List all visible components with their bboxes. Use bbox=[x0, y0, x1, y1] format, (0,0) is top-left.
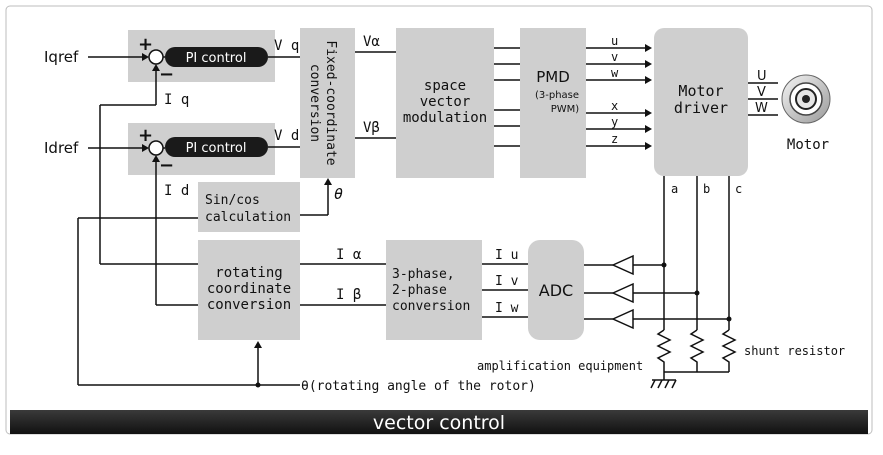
ibeta-label: I β bbox=[336, 287, 361, 303]
iv-label: I v bbox=[495, 274, 519, 289]
id-label: I d bbox=[164, 183, 189, 199]
pmd-out-z: z bbox=[611, 132, 618, 146]
plus-sign-q: + bbox=[138, 34, 153, 55]
pmd-block bbox=[520, 28, 586, 178]
pi-control-q-pill bbox=[165, 47, 268, 67]
pi-control-q-label: PI control bbox=[186, 51, 247, 66]
iw-label: I w bbox=[495, 301, 519, 316]
fixed-conversion-text: Fixed-coordinate conversion bbox=[307, 40, 338, 165]
pmd-out-x: x bbox=[611, 99, 618, 113]
pmd-out-y: y bbox=[611, 115, 618, 129]
minus-sign-d: − bbox=[159, 155, 174, 176]
vbeta-label: Vβ bbox=[363, 120, 380, 136]
rotating-line-2: coordinate bbox=[207, 281, 291, 297]
footer-title: vector control bbox=[373, 412, 505, 434]
pmd-out-v: v bbox=[611, 50, 618, 64]
pmd-out-u: u bbox=[611, 34, 618, 48]
adc-label: ADC bbox=[539, 281, 573, 300]
rotating-coordinate-conversion-block bbox=[198, 240, 300, 340]
out-u-label: U bbox=[757, 69, 767, 84]
vq-label: V q bbox=[274, 38, 299, 54]
rotating-line-3: conversion bbox=[207, 297, 291, 313]
pmd-out-w: w bbox=[611, 66, 619, 80]
theta-label-fixed: θ bbox=[334, 185, 343, 203]
motor-icon bbox=[781, 74, 831, 124]
svm-line-1: space bbox=[424, 78, 466, 94]
plus-sign-d: + bbox=[138, 125, 153, 146]
iq-label: I q bbox=[164, 92, 189, 108]
ialpha-label: I α bbox=[336, 247, 362, 263]
rotating-line-1: rotating bbox=[215, 265, 282, 281]
out-v-label: V bbox=[757, 85, 766, 100]
sincos-line-2: calculation bbox=[205, 210, 291, 225]
motor-driver-line-1: Motor bbox=[678, 82, 723, 100]
phase-conversion-block bbox=[386, 240, 482, 340]
rotor-angle-label: θ(rotating angle of the rotor) bbox=[301, 379, 536, 394]
motor-driver-block bbox=[654, 28, 748, 176]
wire-c-label: c bbox=[735, 182, 742, 196]
motor-label: Motor bbox=[787, 137, 829, 153]
iqref-label: Iqref bbox=[44, 48, 79, 66]
sincos-calculation-block bbox=[198, 182, 300, 232]
footer-bar bbox=[10, 410, 868, 434]
fixed-conversion-line-1: Fixed-coordinate bbox=[323, 40, 338, 165]
out-w-label: W bbox=[755, 101, 768, 116]
pmd-label: PMD bbox=[536, 68, 570, 86]
shunt-resistor-label: shunt resistor bbox=[744, 344, 845, 358]
svm-line-3: modulation bbox=[403, 110, 487, 126]
wire-b-label: b bbox=[703, 182, 710, 196]
signal-wires bbox=[77, 44, 778, 389]
phase-line-1: 3-phase, bbox=[392, 267, 455, 282]
amplification-label: amplification equipment bbox=[477, 359, 643, 373]
vd-label: V d bbox=[274, 128, 299, 144]
phase-line-2: 2-phase bbox=[392, 283, 447, 298]
fixed-coordinate-conversion-block bbox=[300, 28, 355, 178]
wire-a-label: a bbox=[671, 182, 678, 196]
phase-line-3: conversion bbox=[392, 299, 470, 314]
pmd-sub-1: (3-phase bbox=[535, 90, 579, 101]
pi-control-d-label: PI control bbox=[186, 141, 247, 156]
svm-line-2: vector bbox=[420, 94, 471, 110]
minus-sign-q: − bbox=[159, 64, 174, 85]
idref-label: Idref bbox=[44, 139, 79, 157]
adc-block bbox=[528, 240, 584, 340]
iu-label: I u bbox=[495, 248, 518, 263]
sincos-line-1: Sin/cos bbox=[205, 193, 260, 208]
fixed-conversion-line-2: conversion bbox=[307, 64, 322, 142]
motor-driver-line-2: driver bbox=[674, 99, 728, 117]
space-vector-modulation-block bbox=[396, 28, 494, 178]
pmd-sub-2: PWM) bbox=[551, 104, 580, 115]
valpha-label: Vα bbox=[363, 34, 380, 50]
pi-control-d-pill bbox=[165, 137, 268, 157]
